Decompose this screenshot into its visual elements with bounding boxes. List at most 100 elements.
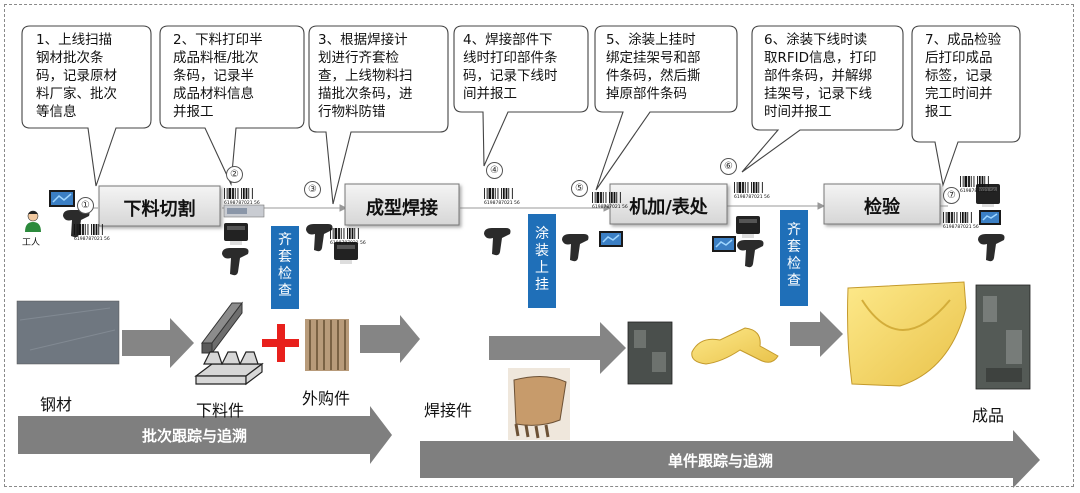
printer-icon: [736, 216, 760, 238]
callout-line: 5、涂装上挂时: [606, 31, 701, 49]
monitor-icon: [599, 231, 623, 247]
printer-icon: [224, 223, 248, 245]
callout-line: 6、涂装下线时读: [764, 31, 877, 49]
barcode-number: 6198787021 56: [330, 240, 366, 246]
barcode-icon: 6198787021 56: [224, 188, 260, 206]
barcode-number: 6198787021 56: [943, 224, 979, 230]
callout-text-6: 6、涂装下线时读取RFID信息，打印部件条码，并解绑挂架号，记录下线时间并报工: [764, 31, 877, 121]
red-plus-icon: [262, 324, 299, 362]
barcode-number: 6198787021 56: [960, 188, 996, 194]
callout-text-1: 1、上线扫描钢材批次条码，记录原材料厂家、批次等信息: [36, 31, 117, 121]
stage-label-inspection: 检验: [824, 193, 940, 219]
callout-line: 2、下料打印半: [173, 31, 263, 49]
step-number-5: ⑤: [571, 180, 588, 197]
callout-text-2: 2、下料打印半成品料框/批次条码，记录半成品材料信息并报工: [173, 31, 263, 121]
callout-line: 并报工: [173, 103, 263, 121]
barcode-icon: 6198787021 56: [734, 182, 770, 200]
flow-arrow: [489, 322, 626, 374]
step-number-4: ④: [486, 162, 503, 179]
barcode-icon: 6198787021 56: [484, 188, 520, 206]
callout-line: 部件条码，并解绑: [764, 67, 877, 85]
barcode-number: 6198787021 56: [74, 236, 110, 242]
finished-product-image: [976, 285, 1030, 389]
caption-steel: 钢材: [40, 391, 72, 415]
step-number-1: ①: [77, 197, 94, 214]
callout-line: 挂架号，记录下线: [764, 85, 877, 103]
barcode-number: 6198787021 56: [224, 200, 260, 206]
painted-part-image: [692, 328, 778, 364]
steel-plate-image: [17, 301, 119, 364]
callout-text-3: 3、根据焊接计划进行齐套检查，上线物料扫描批次条码，进行物料防错: [318, 31, 413, 121]
worker-label: 工人: [22, 235, 40, 248]
check-label-3: 齐套检查: [783, 222, 805, 290]
flow-arrow: [360, 315, 420, 363]
flow-arrow: [122, 318, 194, 368]
callout-line: 条码，记录半: [173, 67, 263, 85]
callout-line: 4、焊接部件下: [463, 31, 558, 49]
step-number-7: ⑦: [943, 187, 960, 204]
batch-tracking-label: 批次跟踪与追溯: [142, 425, 247, 446]
callout-text-5: 5、涂装上挂时绑定挂架号和部件条码，然后撕掉原部件条码: [606, 31, 701, 103]
callout-line: 间并报工: [463, 85, 558, 103]
cut-parts-image: [196, 352, 262, 384]
scanner-icon: [306, 224, 333, 251]
caption-welded: 焊接件: [424, 397, 472, 421]
callout-line: 成品料框/批次: [173, 49, 263, 67]
callout-line: 钢材批次条: [36, 49, 117, 67]
flow-lines: [93, 203, 948, 211]
callout-text-7: 7、成品检验后打印成品标签，记录完工时间并报工: [925, 31, 1001, 121]
callout-line: 报工: [925, 103, 1001, 121]
flow-arrow: [790, 311, 843, 357]
callout-line: 后打印成品: [925, 49, 1001, 67]
callout-line: 掉原部件条码: [606, 85, 701, 103]
printer-icon: [976, 184, 1000, 207]
scanner-icon: [978, 234, 1005, 261]
monitor-icon: [49, 190, 75, 207]
scanner-icon: [222, 248, 249, 275]
angle-steel-image: [202, 303, 242, 353]
barcode-number: 6198787021 56: [484, 200, 520, 206]
check-label-2: 涂装上挂: [531, 226, 553, 294]
machined-part-image: [628, 322, 672, 384]
caption-cut-parts: 下料件: [196, 397, 244, 421]
monitor-icon: [712, 236, 736, 252]
callout-line: 3、根据焊接计: [318, 31, 413, 49]
callout-line: 线时打印部件条: [463, 49, 558, 67]
callout-line: 取RFID信息，打印: [764, 49, 877, 67]
callout-line: 查，上线物料扫: [318, 67, 413, 85]
caption-purchased: 外购件: [302, 385, 350, 409]
callout-line: 1、上线扫描: [36, 31, 117, 49]
callout-line: 时间并报工: [764, 103, 877, 121]
scanner-icon: [562, 234, 589, 261]
step-number-3: ③: [304, 181, 321, 198]
barcode-number: 6198787021 56: [734, 194, 770, 200]
monitor-icon: [979, 210, 1001, 225]
scanner-icon: [737, 240, 764, 267]
stage-label-cutting: 下料切割: [99, 195, 220, 221]
step-number-2: ②: [226, 166, 243, 183]
purchased-parts-image: [305, 319, 349, 371]
callout-line: 划进行齐套检: [318, 49, 413, 67]
scanner-icon: [484, 228, 511, 255]
stage-label-welding: 成型焊接: [345, 194, 459, 220]
barcode-icon: 6198787021 56: [943, 212, 979, 230]
barcode-icon: 6198787021 56: [74, 224, 110, 242]
callout-line: 料厂家、批次: [36, 85, 117, 103]
check-label-1: 齐套检查: [274, 232, 296, 300]
callout-line: 码，记录原材: [36, 67, 117, 85]
callout-line: 描批次条码，进: [318, 85, 413, 103]
worker-icon: [25, 211, 41, 232]
stage-label-machining: 机加/表处: [610, 193, 727, 219]
callout-line: 行物料防错: [318, 103, 413, 121]
callout-text-4: 4、焊接部件下线时打印部件条码，记录下线时间并报工: [463, 31, 558, 103]
caption-finished: 成品: [972, 402, 1004, 426]
single-tracking-label: 单件跟踪与追溯: [668, 450, 773, 471]
callout-line: 成品材料信息: [173, 85, 263, 103]
step-number-6: ⑥: [720, 158, 737, 175]
callout-line: 完工时间并: [925, 85, 1001, 103]
callout-line: 标签，记录: [925, 67, 1001, 85]
barcode-icon: 6198787021 56: [330, 228, 366, 246]
callout-line: 绑定挂架号和部: [606, 49, 701, 67]
callout-line: 等信息: [36, 103, 117, 121]
welded-part-image: [508, 368, 570, 440]
